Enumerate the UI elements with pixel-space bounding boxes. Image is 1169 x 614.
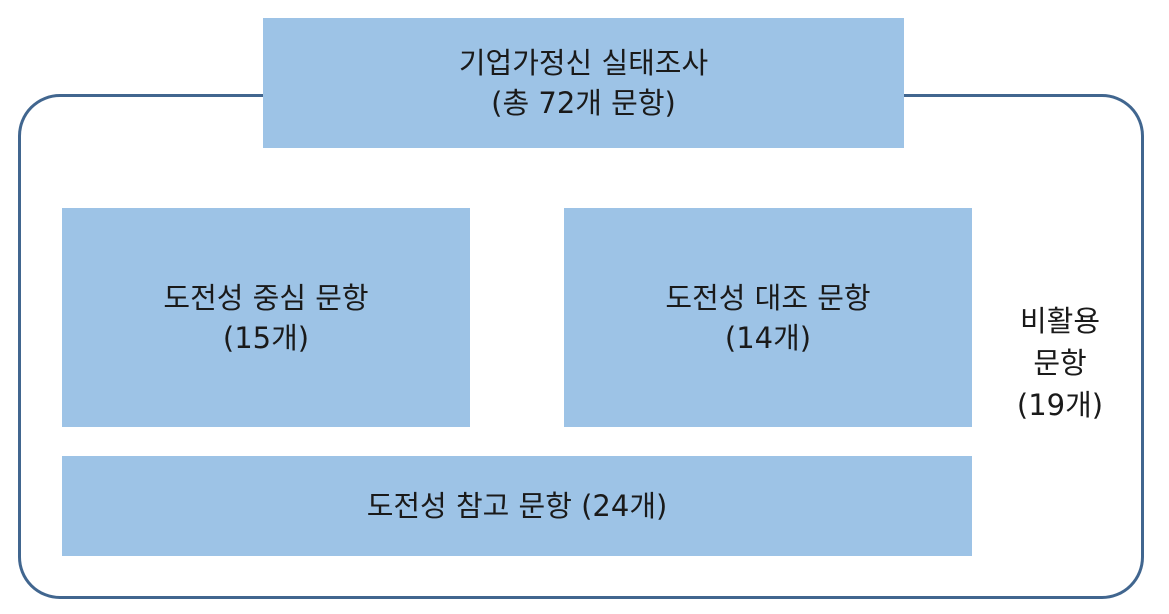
survey-subtitle: (총 72개 문항)	[491, 86, 676, 120]
unused-questions-line2: 문항	[1033, 346, 1087, 380]
contrast-questions-box: 도전성 대조 문항 (14개)	[564, 208, 972, 427]
contrast-questions-count: (14개)	[724, 320, 812, 355]
reference-questions-label: 도전성 참고 문항 (24개)	[366, 489, 668, 523]
core-questions-label: 도전성 중심 문항	[163, 280, 369, 315]
reference-questions-box: 도전성 참고 문항 (24개)	[62, 456, 972, 556]
core-questions-box: 도전성 중심 문항 (15개)	[62, 208, 470, 427]
unused-questions-count: (19개)	[1016, 388, 1104, 422]
unused-questions-label: 비활용 문항 (19개)	[985, 300, 1135, 426]
survey-title-box: 기업가정신 실태조사 (총 72개 문항)	[263, 18, 904, 148]
core-questions-count: (15개)	[222, 320, 310, 355]
contrast-questions-label: 도전성 대조 문항	[665, 280, 871, 315]
survey-title: 기업가정신 실태조사	[458, 46, 709, 80]
unused-questions-line1: 비활용	[1019, 304, 1101, 338]
